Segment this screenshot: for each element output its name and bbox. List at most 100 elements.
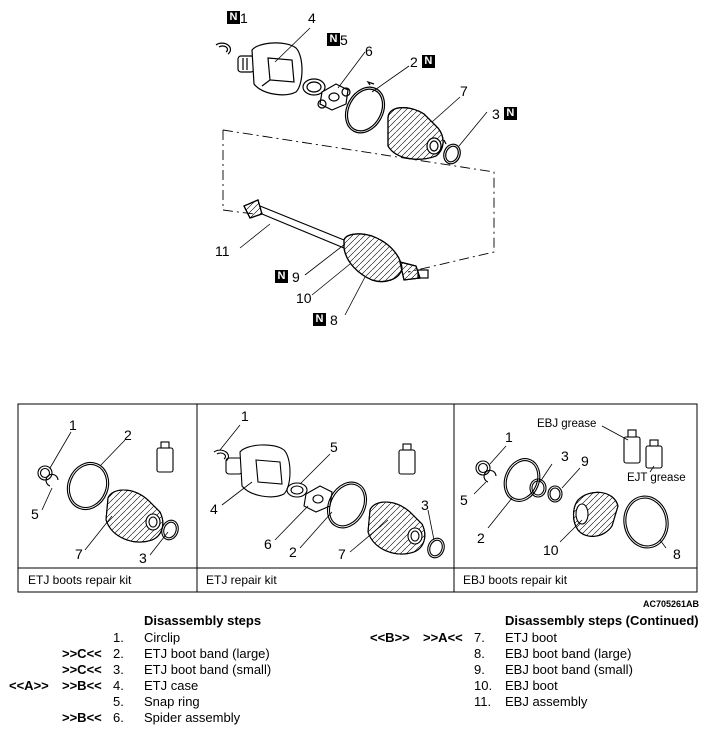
step-row: <<A>> >>B<< 4. ETJ case <box>0 678 360 693</box>
step-number: 8. <box>474 646 485 661</box>
kit3-callout: 10 <box>543 542 559 558</box>
kit2-callout: 2 <box>289 544 297 560</box>
callout-11-label: 11 <box>215 243 230 259</box>
step-number: 2. <box>113 646 124 661</box>
step-text: ETJ boot <box>505 630 558 645</box>
disassembly-title: Disassembly steps <box>144 613 262 628</box>
top-exploded-view <box>215 27 495 316</box>
kit3-callout: 9 <box>581 453 589 469</box>
new-part-mark: N <box>275 270 288 283</box>
step-number: 1. <box>113 630 124 645</box>
step-row: >>C<< 3. ETJ boot band (small) <box>0 662 360 677</box>
callout-number: 1 <box>240 10 248 26</box>
step-text: EBJ assembly <box>505 694 588 709</box>
figure-code: AC705261AB <box>643 599 700 609</box>
step-mark: >>C<< <box>62 662 102 677</box>
etj-boot-band-large-part <box>344 80 386 134</box>
callout-number: 5 <box>340 32 348 48</box>
callout-7-label: 7 <box>460 83 468 99</box>
step-mark: >>B<< <box>62 678 102 693</box>
step-number: 3. <box>113 662 124 677</box>
step-number: 10. <box>474 678 493 693</box>
step-row: 9. EBJ boot band (small) <box>360 662 710 677</box>
kit1-caption: ETJ boots repair kit <box>28 573 132 587</box>
step-text: EBJ boot band (small) <box>505 662 633 677</box>
step-number: 7. <box>474 630 485 645</box>
step-number: 6. <box>113 710 124 725</box>
kit2-callout: 7 <box>338 546 346 562</box>
step-row: >>C<< 2. ETJ boot band (large) <box>0 646 360 661</box>
kit2-callout: 1 <box>241 408 249 424</box>
kit2-callout: 5 <box>330 439 338 455</box>
step-text: EBJ boot band (large) <box>505 646 632 661</box>
kit1-callout: 2 <box>124 427 132 443</box>
etj-case-part <box>237 42 303 96</box>
step-text: Circlip <box>144 630 181 645</box>
kit2-callout: 4 <box>210 501 218 517</box>
step-row: >>B<< 6. Spider assembly <box>0 710 360 725</box>
ejt-grease-label: EJT grease <box>627 472 686 484</box>
new-part-mark: N <box>313 313 326 326</box>
new-part-mark: N <box>421 55 435 68</box>
step-row: 5. Snap ring <box>0 694 360 709</box>
ebj-grease-label: EBJ grease <box>537 418 597 430</box>
step-row: 10. EBJ boot <box>360 678 710 693</box>
step-number: 5. <box>113 694 124 709</box>
new-part-mark: N <box>503 107 517 120</box>
kit3-callout: 5 <box>460 492 468 508</box>
circlip-part <box>215 42 232 55</box>
step-row: 11. EBJ assembly <box>360 694 710 709</box>
step-text: Snap ring <box>144 694 200 709</box>
ebj-assembly-part <box>243 199 429 283</box>
kit2-callout: 6 <box>264 536 272 552</box>
kit-panels-frame <box>17 403 698 593</box>
step-number: 4. <box>113 678 124 693</box>
callout-number: 3 <box>492 106 500 122</box>
step-text: ETJ boot band (small) <box>144 662 272 677</box>
kit3-callout: 1 <box>505 429 513 445</box>
step-text: ETJ boot band (large) <box>144 646 270 661</box>
kit1-callout: 5 <box>31 506 39 522</box>
step-text: Spider assembly <box>144 710 241 725</box>
kit3-callout: 3 <box>561 448 569 464</box>
step-pre-mark: <<A>> <box>9 678 49 693</box>
step-text: ETJ case <box>144 678 199 693</box>
step-row: 8. EBJ boot band (large) <box>360 646 710 661</box>
kit3-caption: EBJ boots repair kit <box>463 573 568 587</box>
spider-assembly-part <box>317 83 351 111</box>
step-pre-mark: <<B>> <box>370 630 410 645</box>
callout-4-label: 4 <box>308 10 316 26</box>
callout-6-label: 6 <box>365 43 373 59</box>
step-text: EBJ boot <box>505 678 558 693</box>
disassembly-continued-title: Disassembly steps (Continued) <box>505 613 699 628</box>
step-mark: >>B<< <box>62 710 102 725</box>
kit2-callout: 3 <box>421 497 429 513</box>
new-part-mark: N <box>227 11 240 24</box>
callout-10-label: 10 <box>296 290 312 306</box>
step-row: <<B>> >>A<< 7. ETJ boot <box>360 630 710 645</box>
callout-number: 8 <box>330 312 338 328</box>
kit1-callout: 3 <box>139 550 147 566</box>
etj-kit-drawing <box>213 424 445 559</box>
snap-ring-part <box>302 78 326 96</box>
etj-boots-kit-drawing <box>37 431 179 556</box>
step-number: 11. <box>474 694 492 709</box>
kit3-callout: 2 <box>477 530 485 546</box>
kit1-callout: 7 <box>75 546 83 562</box>
step-number: 9. <box>474 662 485 677</box>
callout-number: 2 <box>410 54 418 70</box>
ebj-boots-kit-drawing <box>473 425 669 549</box>
etj-boot-band-small-part <box>443 139 461 165</box>
callout-number: 9 <box>292 269 300 285</box>
kit1-callout: 1 <box>69 417 77 433</box>
kit3-callout: 8 <box>673 546 681 562</box>
step-mark: >>A<< <box>423 630 463 645</box>
new-part-mark: N <box>327 33 340 46</box>
